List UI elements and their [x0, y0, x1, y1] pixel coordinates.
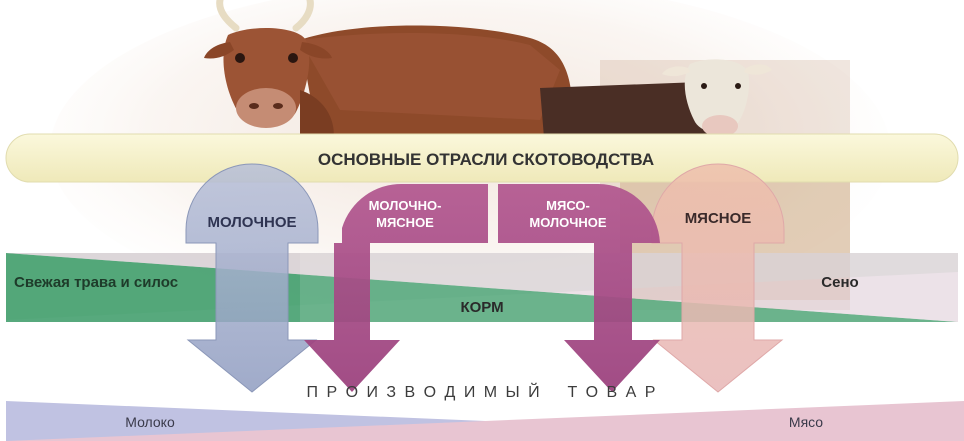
product-left-label: Молоко [125, 414, 175, 430]
branch-label-dairy-meat-line2: МЯСНОЕ [376, 215, 434, 230]
feed-right-label: Сено [821, 274, 858, 291]
branch-label-dairy: МОЛОЧНОЕ [207, 214, 296, 231]
feed-left-label: Свежая трава и силос [14, 274, 178, 291]
branch-label-meat: МЯСНОЕ [685, 210, 752, 227]
branch-label-meat-dairy-line1: МЯСО- [546, 198, 590, 213]
branch-label-meat-dairy-line2: МОЛОЧНОЕ [529, 215, 606, 230]
branch-label-dairy-meat-line1: МОЛОЧНО- [369, 198, 442, 213]
product-title: П Р О И З В О Д И М Ы Й Т О В А Р [307, 382, 658, 401]
header-title: ОСНОВНЫЕ ОТРАСЛИ СКОТОВОДСТВА [318, 150, 654, 169]
product-right-label: Мясо [789, 414, 823, 430]
feed-title: КОРМ [460, 299, 503, 316]
